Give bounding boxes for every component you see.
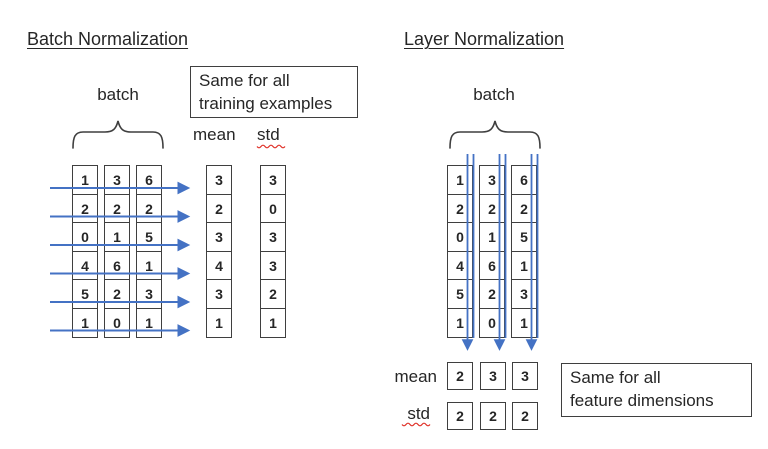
layer-norm-title: Layer Normalization: [404, 29, 565, 49]
matrix-column: 6 2 5 1 3 1: [511, 165, 537, 338]
matrix-cell: 1: [447, 307, 473, 338]
matrix-cell: 2: [479, 193, 505, 224]
batch-norm-title: Batch Normalization: [27, 29, 189, 49]
matrix-cell: 0: [447, 222, 473, 252]
std-cell: 2: [512, 402, 538, 430]
matrix-cell: 1: [511, 250, 537, 281]
matrix-column: 3 2 1 6 2 0: [104, 165, 130, 338]
std-cell: 2: [447, 402, 473, 430]
matrix-cell: 6: [479, 250, 505, 281]
matrix-cell: 0: [479, 307, 505, 338]
matrix-cell: 1: [511, 307, 537, 338]
matrix-cell: 6: [136, 165, 162, 195]
batch-label-right: batch: [473, 85, 515, 104]
mean-cell: 4: [206, 250, 232, 281]
matrix-cell: 3: [136, 279, 162, 309]
matrix-cell: 2: [479, 279, 505, 309]
matrix-cell: 3: [511, 279, 537, 309]
batch-label-left: batch: [97, 85, 139, 104]
mean-cell: 3: [206, 222, 232, 252]
std-cell: 3: [260, 222, 286, 252]
mean-cell: 3: [206, 279, 232, 309]
matrix-cell: 5: [511, 222, 537, 252]
matrix-cell: 2: [447, 193, 473, 224]
matrix-cell: 1: [447, 165, 473, 195]
batch-norm-note-box: Same for all training examples: [190, 66, 358, 118]
mean-label-right: mean: [394, 367, 437, 386]
matrix-cell: 0: [72, 222, 98, 252]
std-label-right: std: [407, 404, 430, 423]
matrix-column: 1 2 0 4 5 1: [447, 165, 473, 338]
std-cell: 3: [260, 250, 286, 281]
matrix-column: 3 2 1 6 2 0: [479, 165, 505, 338]
mean-cell: 1: [206, 307, 232, 338]
std-column: 3 0 3 3 2 1: [260, 165, 286, 338]
mean-label-left: mean: [193, 125, 236, 144]
std-cell: 1: [260, 307, 286, 338]
note-line: Same for all: [199, 71, 290, 90]
note-line: Same for all: [570, 368, 661, 387]
matrix-cell: 1: [72, 307, 98, 338]
matrix-cell: 2: [104, 193, 130, 224]
matrix-cell: 5: [72, 279, 98, 309]
matrix-cell: 2: [136, 193, 162, 224]
matrix-cell: 3: [479, 165, 505, 195]
layer-norm-note-box: Same for all feature dimensions: [561, 363, 752, 417]
matrix-column: 1 2 0 4 5 1: [72, 165, 98, 338]
mean-cell: 2: [206, 193, 232, 224]
matrix-cell: 6: [511, 165, 537, 195]
matrix-cell: 4: [447, 250, 473, 281]
matrix-cell: 1: [136, 307, 162, 338]
matrix-cell: 2: [511, 193, 537, 224]
matrix-cell: 5: [447, 279, 473, 309]
std-cell: 2: [480, 402, 506, 430]
mean-column: 3 2 3 4 3 1: [206, 165, 232, 338]
matrix-cell: 1: [479, 222, 505, 252]
matrix-cell: 0: [104, 307, 130, 338]
note-line: feature dimensions: [570, 391, 714, 410]
matrix-cell: 4: [72, 250, 98, 281]
mean-cell: 3: [512, 362, 538, 390]
std-label-left: std: [257, 125, 280, 144]
note-line: training examples: [199, 94, 333, 113]
matrix-cell: 3: [104, 165, 130, 195]
mean-cell: 3: [480, 362, 506, 390]
std-cell: 3: [260, 165, 286, 195]
matrix-column: 6 2 5 1 3 1: [136, 165, 162, 338]
mean-cell: 2: [447, 362, 473, 390]
